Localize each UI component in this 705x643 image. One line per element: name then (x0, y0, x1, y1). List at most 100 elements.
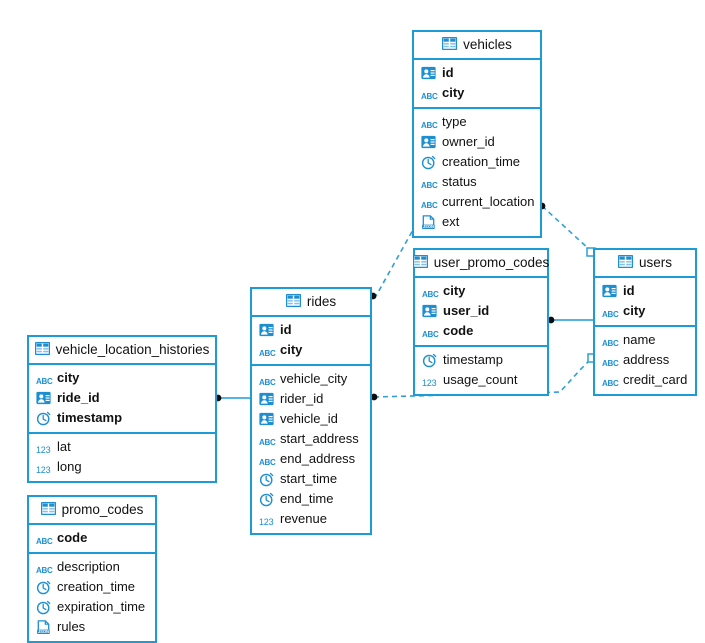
svg-text:JSON: JSON (38, 629, 49, 634)
clock-icon (259, 472, 274, 487)
column-name-label: creation_time (442, 154, 521, 169)
relationship-vlh-rides[interactable] (214, 394, 250, 402)
id-card-icon (421, 135, 436, 150)
column-row-rides[interactable]: ABC end_address (252, 449, 370, 469)
abc-text-icon: ABC (259, 377, 276, 387)
table-header-promo_codes[interactable]: promo_codes (29, 497, 155, 525)
column-row-promo_codes[interactable]: JSON rules (29, 617, 155, 637)
column-row-promo_codes[interactable]: creation_time (29, 577, 155, 597)
pk-column-row-user_promo_codes[interactable]: ABC city (415, 281, 547, 301)
table-header-vehicle_location_histories[interactable]: vehicle_location_histories (29, 337, 215, 365)
abc-text-icon: ABC (602, 338, 619, 348)
clock-icon (259, 492, 274, 507)
table-header-user_promo_codes[interactable]: user_promo_codes (412, 250, 549, 278)
column-name-label: city (442, 85, 465, 100)
relationship-user_promo_codes-users[interactable] (547, 316, 593, 324)
column-row-users[interactable]: ABC credit_card (595, 370, 695, 390)
column-name-label: start_address (280, 431, 359, 446)
table-header-vehicles[interactable]: vehicles (414, 32, 540, 60)
id-card-icon (36, 391, 51, 406)
column-row-users[interactable]: ABC name (595, 330, 695, 350)
table-name-label: users (638, 255, 672, 270)
column-row-rides[interactable]: vehicle_id (252, 409, 370, 429)
primary-key-section-vehicle_location_histories: ABC city ride_id timestamp (29, 365, 215, 434)
column-name-label: revenue (280, 511, 327, 526)
abc-text-icon: ABC (259, 457, 276, 467)
column-name-label: address (623, 352, 670, 367)
column-name-label: rules (57, 619, 86, 634)
column-row-vehicles[interactable]: JSON ext (414, 212, 540, 232)
column-name-label: end_address (280, 451, 356, 466)
column-name-label: creation_time (57, 579, 136, 594)
table-icon (442, 37, 458, 52)
pk-column-row-vehicles[interactable]: id (414, 63, 540, 83)
abc-text-icon: ABC (36, 376, 53, 386)
table-header-rides[interactable]: rides (252, 289, 370, 317)
abc-text-icon: ABC (602, 378, 619, 388)
json-document-icon: JSON (421, 214, 436, 230)
table-icon (34, 342, 50, 357)
column-name-label: expiration_time (57, 599, 146, 614)
column-row-vehicles[interactable]: creation_time (414, 152, 540, 172)
column-row-rides[interactable]: start_time (252, 469, 370, 489)
table-header-users[interactable]: users (595, 250, 695, 278)
column-name-label: status (442, 174, 477, 189)
table-icon (617, 255, 633, 270)
column-name-label: name (623, 332, 656, 347)
abc-text-icon: ABC (602, 309, 619, 319)
column-row-vehicles[interactable]: owner_id (414, 132, 540, 152)
pk-column-row-vehicle_location_histories[interactable]: timestamp (29, 408, 215, 428)
pk-column-row-rides[interactable]: id (252, 320, 370, 340)
column-row-rides[interactable]: rider_id (252, 389, 370, 409)
json-document-icon: JSON (36, 619, 51, 635)
column-name-label: city (57, 370, 80, 385)
table-icon (40, 502, 56, 517)
table-name-label: vehicles (463, 37, 512, 52)
pk-column-row-vehicle_location_histories[interactable]: ride_id (29, 388, 215, 408)
column-row-user_promo_codes[interactable]: timestamp (415, 350, 547, 370)
pk-column-row-users[interactable]: id (595, 281, 695, 301)
abc-text-icon: ABC (36, 565, 53, 575)
column-name-label: ride_id (57, 390, 100, 405)
abc-text-icon: ABC (422, 289, 439, 299)
id-card-icon (422, 304, 437, 319)
pk-column-row-user_promo_codes[interactable]: user_id (415, 301, 547, 321)
column-row-promo_codes[interactable]: expiration_time (29, 597, 155, 617)
column-row-rides[interactable]: end_time (252, 489, 370, 509)
clock-icon (421, 155, 436, 170)
id-card-icon (259, 323, 274, 338)
pk-column-row-vehicle_location_histories[interactable]: ABC city (29, 368, 215, 388)
column-name-label: city (443, 283, 466, 298)
column-name-label: credit_card (623, 372, 688, 387)
column-name-label: long (57, 459, 82, 474)
